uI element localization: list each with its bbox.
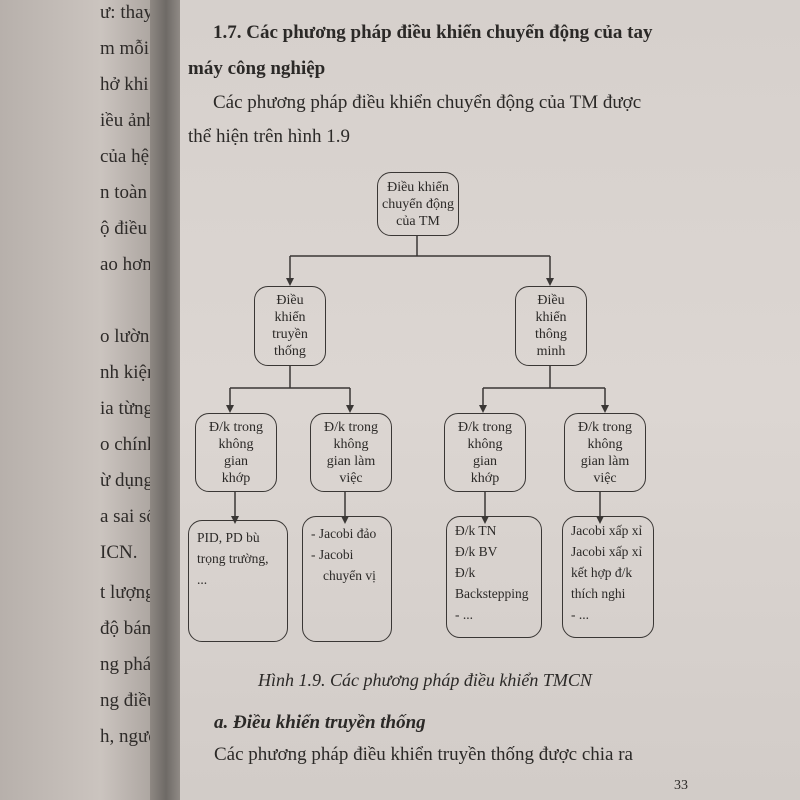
node-text: Đ/k trong: [323, 419, 379, 435]
node-text: Điều: [276, 293, 304, 308]
leaf-text: Đ/k TN: [455, 523, 497, 538]
node-text: khớp: [470, 470, 500, 486]
diagram-node-joint-space-2: Đ/k trong không gian khớp: [444, 413, 526, 492]
left-line: hở khi: [100, 74, 149, 95]
subsection-heading: a. Điều khiển truyền thống: [214, 712, 426, 733]
diagram-node-work-space-2: Đ/k trong không gian làm việc: [564, 413, 646, 492]
left-line: nh kiện: [100, 362, 157, 383]
node-text: Đ/k trong: [208, 419, 264, 435]
left-line: ừ dụng: [100, 470, 154, 491]
leaf-text: kết hợp đ/k: [571, 565, 633, 580]
intro-text: Các phương pháp điều khiển chuyển động c…: [213, 92, 642, 113]
leaf-text: thích nghi: [571, 586, 626, 601]
node-text: thống: [274, 344, 306, 359]
right-page: [180, 0, 800, 800]
left-line: của hệ: [100, 146, 150, 167]
left-line: t lượng: [100, 582, 155, 603]
leaf-text: Jacobi xấp xỉ: [571, 523, 643, 538]
section-heading-cont: máy công nghiệp: [188, 58, 326, 79]
node-text: Điều khiển: [387, 179, 449, 195]
diagram-leaf-adaptive: Đ/k TN Đ/k BV Đ/k Backstepping - ...: [446, 516, 542, 638]
leaf-text: Backstepping: [455, 586, 529, 601]
left-line: ng pháp: [100, 654, 161, 675]
left-line: o chính: [100, 434, 157, 455]
left-line: iều ảnh: [100, 110, 156, 131]
diagram-leaf-jacobi: - Jacobi đảo - Jacobi chuyển vị: [302, 516, 392, 642]
node-text: của TM: [396, 213, 440, 229]
node-text: gian: [223, 453, 249, 469]
leaf-text: chuyển vị: [323, 568, 376, 583]
figure-caption: Hình 1.9. Các phương pháp điều khiển TMC…: [258, 670, 592, 690]
leaf-text: - Jacobi: [311, 547, 354, 562]
node-text: khớp: [221, 470, 251, 486]
node-text: việc: [339, 470, 363, 486]
left-page: ư: thay m mỗi hở khi iều ảnh của hệ n to…: [0, 0, 168, 800]
left-line: n toàn: [100, 182, 147, 203]
node-text: khiển: [535, 310, 567, 325]
section-heading: 1.7. Các phương pháp điều khiển chuyển đ…: [213, 22, 653, 43]
diagram-root-node: Điều khiển chuyển động của TM: [377, 172, 459, 236]
node-text: truyền: [272, 327, 308, 342]
left-line: ng điều: [100, 690, 157, 711]
node-text: Đ/k trong: [577, 419, 633, 435]
leaf-text: Jacobi xấp xỉ: [571, 544, 643, 559]
leaf-text: trọng trường,: [197, 551, 269, 566]
left-line: m mỗi: [100, 38, 150, 59]
node-text: khiển: [274, 310, 306, 325]
node-text: minh: [536, 344, 566, 359]
left-line: ia từng: [100, 398, 154, 419]
node-text: gian làm: [580, 453, 630, 469]
node-text: Đ/k trong: [457, 419, 513, 435]
node-text: Điều: [537, 293, 565, 308]
node-text: không: [333, 436, 369, 452]
left-line: ộ điều: [100, 218, 147, 239]
node-text: thông: [535, 327, 567, 342]
diagram-leaf-pid: PID, PD bù trọng trường, ...: [188, 520, 288, 642]
page-number: 33: [674, 778, 688, 793]
closing-text: Các phương pháp điều khiển truyền thống …: [214, 744, 633, 765]
node-text: việc: [593, 470, 617, 486]
leaf-text: - Jacobi đảo: [311, 526, 377, 541]
left-line: ICN.: [100, 542, 138, 563]
left-line: độ bám: [100, 618, 157, 639]
node-text: không: [467, 436, 503, 452]
left-line: a sai số: [100, 506, 156, 527]
leaf-text: Đ/k BV: [455, 544, 498, 559]
leaf-text: Đ/k: [455, 565, 476, 580]
diagram-node-traditional: Điều khiển truyền thống: [254, 286, 326, 366]
left-line: ư: thay: [100, 2, 154, 23]
diagram-node-joint-space-1: Đ/k trong không gian khớp: [195, 413, 277, 492]
leaf-text: - ...: [571, 607, 589, 622]
diagram-leaf-jacobi-approx: Jacobi xấp xỉ Jacobi xấp xỉ kết hợp đ/k …: [562, 516, 654, 638]
intro-text-cont: thể hiện trên hình 1.9: [188, 126, 350, 147]
diagram-node-intelligent: Điều khiển thông minh: [515, 286, 587, 366]
node-text: chuyển động: [382, 196, 454, 212]
node-text: không: [218, 436, 254, 452]
leaf-text: PID, PD bù: [197, 530, 260, 545]
node-text: không: [587, 436, 623, 452]
leaf-text: - ...: [455, 607, 473, 622]
node-text: gian làm: [326, 453, 376, 469]
leaf-text: ...: [197, 572, 208, 587]
left-line: ao hơn: [100, 254, 152, 275]
diagram-node-work-space-1: Đ/k trong không gian làm việc: [310, 413, 392, 492]
node-text: gian: [472, 453, 498, 469]
left-line: o lường: [100, 326, 159, 347]
